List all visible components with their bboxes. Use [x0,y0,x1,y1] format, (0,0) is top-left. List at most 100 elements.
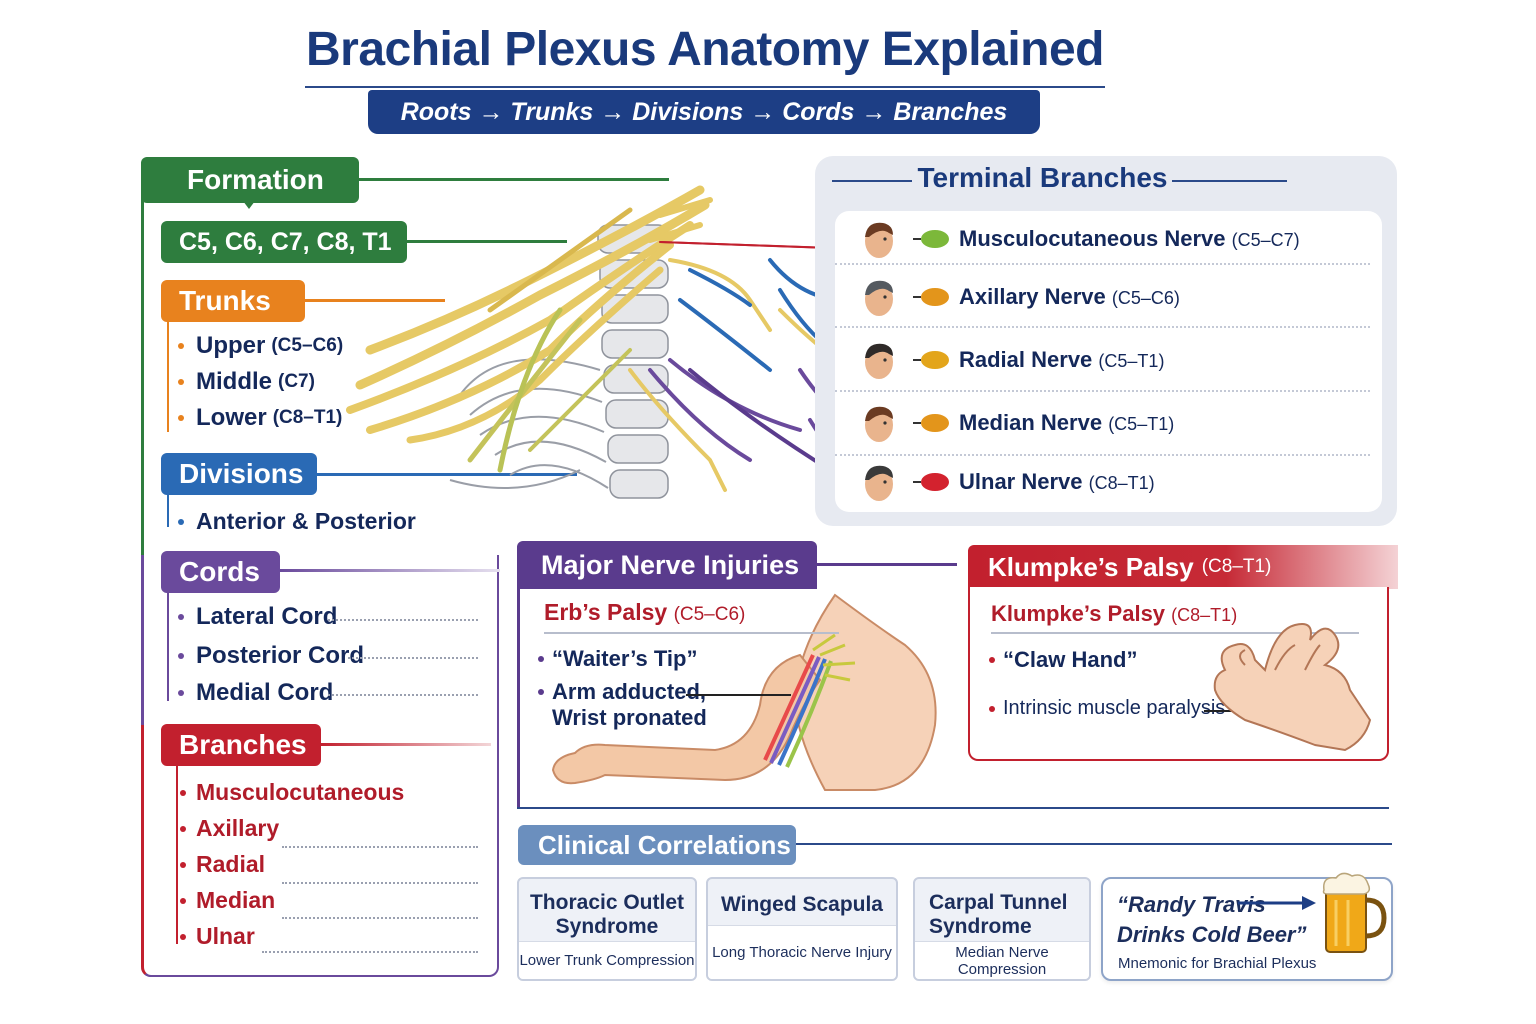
divisions-heading: Divisions [161,453,317,495]
formation-label: Formation [187,164,324,195]
divisions-label: Divisions [179,458,304,489]
row-separator [835,454,1370,456]
trunks-heading: Trunks [161,280,305,322]
divisions-spine [167,495,169,527]
division-label: Anterior & Posterior [196,508,416,534]
bullet-dot [538,656,544,662]
clinical-card-title-line: Carpal Tunnel [929,891,1068,914]
bullet-dot [180,933,186,940]
bullet-dot [180,789,186,796]
branch-dotted-leader [282,917,478,919]
major-injuries-rule [817,563,957,566]
branch-range: (C5–T1) [1098,351,1165,371]
cord-dotted-leader [328,619,478,621]
branch-label: Radial [196,851,266,877]
cords-inner-spine [167,593,169,701]
terminal-branch-musculocutaneous: Musculocutaneous Nerve (C5–C7) [855,211,1375,267]
trunk-range: (C7) [278,371,315,392]
nerve-bundle-illustration [346,185,713,473]
cord-dotted-leader [328,694,478,696]
trunk-item-middle: Middle(C7) [178,368,315,396]
branch-label: Median [196,887,276,913]
branches-label: Branches [179,729,307,760]
formation-heading: Formation [141,157,359,203]
erb-bullet-text: “Waiter’s Tip” [552,646,698,671]
branch-label: Musculocutaneous [196,779,405,805]
branch-item-median: Median [180,887,275,914]
branches-spine [141,725,144,965]
clinical-card-title-line: Syndrome [929,915,1032,938]
terminal-branch-label: Ulnar Nerve (C8–T1) [959,469,1155,495]
branch-name: Radial Nerve [959,347,1093,372]
lower-panel-border [141,555,499,977]
beer-mug-icon [1322,872,1387,953]
clinical-card-subtitle: Median Nerve Compression [915,941,1089,979]
clinical-correlations-heading: Clinical Correlations [518,825,796,865]
bullet-dot [538,689,544,695]
head-profile-icon [865,406,893,442]
terminal-branch-radial: Radial Nerve (C5–T1) [855,332,1375,388]
klumpke-heading-name: Klumpke’s Palsy [988,551,1194,582]
klumpke-heading-range: (C8–T1) [1201,556,1272,577]
clinical-card-winged-scapula: Winged Scapula Long Thoracic Nerve Injur… [706,877,898,981]
muscle-icon [913,414,949,432]
terminal-branches-title: Terminal Branches [917,162,1168,193]
muscle-shape [921,351,949,369]
cord-dotted-leader [348,657,478,659]
bullet-dot [180,861,186,868]
klumpke-callout-line [1204,710,1244,712]
clinical-correlations-rule [796,843,1392,845]
erb-bullet-arm-position: Arm adducted,Wrist pronated [538,679,707,731]
title-rule-left [832,180,912,182]
erb-bullet-line: Wrist pronated [552,705,707,730]
branch-name: Musculocutaneous Nerve [959,226,1226,251]
muscle-icon [913,351,949,369]
trunks-label: Trunks [179,285,271,316]
row-separator [835,326,1370,328]
trunks-leader-line [305,299,445,302]
branch-dotted-leader [282,882,478,884]
title-underline [305,86,1105,88]
trunk-item-lower: Lower(C8–T1) [178,404,342,432]
branch-name: Axillary Nerve [959,284,1106,309]
erb-palsy-panel [517,587,957,809]
bullet-dot [178,653,184,659]
bullet-dot [178,415,184,421]
bullet-dot [178,690,184,696]
cords-leader-line [280,569,500,572]
roots-leader-line [407,240,567,243]
klumpke-bullet-text: Intrinsic muscle paralysis [1003,697,1226,719]
head-profile-icon [865,222,893,258]
cord-label: Posterior Cord [196,642,365,669]
branch-dotted-leader [262,951,478,953]
roots-badge: C5, C6, C7, C8, T1 [161,221,407,263]
terminal-branch-label: Radial Nerve (C5–T1) [959,347,1164,373]
mnemonic-line: Drinks Cold Beer” [1117,922,1307,947]
muscle-icon [913,230,949,248]
bullet-dot [989,705,995,712]
major-injuries-heading: Major Nerve Injuries [517,541,817,589]
subtitle-banner: Roots → Trunks → Divisions → Cords → Bra… [368,90,1040,134]
row-separator [835,263,1370,265]
branch-range: (C5–T1) [1108,414,1175,434]
claw-hand-illustration [1213,623,1372,752]
muscle-shape [921,414,949,432]
clinical-card-title-line: Thoracic Outlet [529,891,685,914]
mnemonic-subtitle: Mnemonic for Brachial Plexus [1118,955,1317,972]
formation-spine [141,175,144,555]
erb-name: Erb’s Palsy [544,599,668,625]
trunk-range: (C5–C6) [271,335,344,356]
row-separator [835,390,1370,392]
terminal-branch-ulnar: Ulnar Nerve (C8–T1) [855,454,1375,510]
bullet-dot [180,825,186,832]
trunks-spine [167,322,169,432]
branch-range: (C5–C7) [1231,230,1300,250]
title-rule-right [1172,180,1287,182]
divisions-leader-line [317,473,577,476]
branch-item-ulnar: Ulnar [180,923,255,950]
cord-item-posterior: Posterior Cord [178,642,364,670]
klumpke-heading: Klumpke’s Palsy (C8–T1) [968,545,1398,589]
clinical-correlations-label: Clinical Correlations [538,829,791,860]
cords-heading: Cords [161,551,280,593]
